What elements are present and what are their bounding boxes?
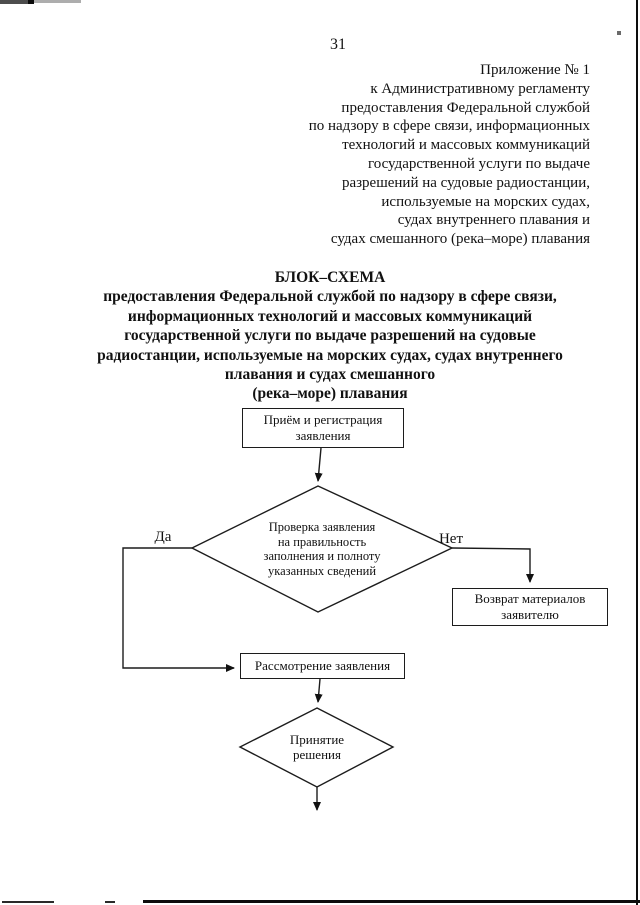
scan-artifact-right-border [636, 0, 638, 905]
scan-artifact-bottom-dash [105, 901, 115, 903]
scan-artifact-bottom-line [143, 900, 640, 903]
node-return-materials: Возврат материалов заявителю [452, 588, 608, 626]
scan-artifact-top-bar-dark [0, 0, 28, 4]
page-number: 31 [330, 36, 346, 53]
node-review-application: Рассмотрение заявления [240, 653, 405, 679]
scan-artifact-top-bar-gray [34, 0, 81, 3]
branch-label-yes: Да [154, 529, 172, 545]
connector-review-to-decide [314, 678, 323, 703]
appendix-header: Приложение № 1 к Административному регла… [308, 62, 590, 248]
node-check-application: Проверка заявления на правильность запол… [263, 520, 381, 578]
scan-artifact-top-bar-black [28, 0, 34, 4]
connector-receive-to-check [314, 447, 323, 482]
connector-yes-branch [122, 547, 235, 672]
node-make-decision: Принятие решения [289, 732, 345, 763]
connector-no-branch [451, 547, 534, 583]
branch-label-no: Нет [438, 531, 464, 547]
scan-artifact-speck [617, 31, 621, 35]
node-receive-registration: Приём и регистрация заявления [242, 408, 404, 448]
document-title: БЛОК–СХЕМА предоставления Федеральной сл… [97, 269, 563, 403]
scan-artifact-bottom-dash [2, 901, 54, 903]
decision-check-diamond [190, 485, 454, 613]
